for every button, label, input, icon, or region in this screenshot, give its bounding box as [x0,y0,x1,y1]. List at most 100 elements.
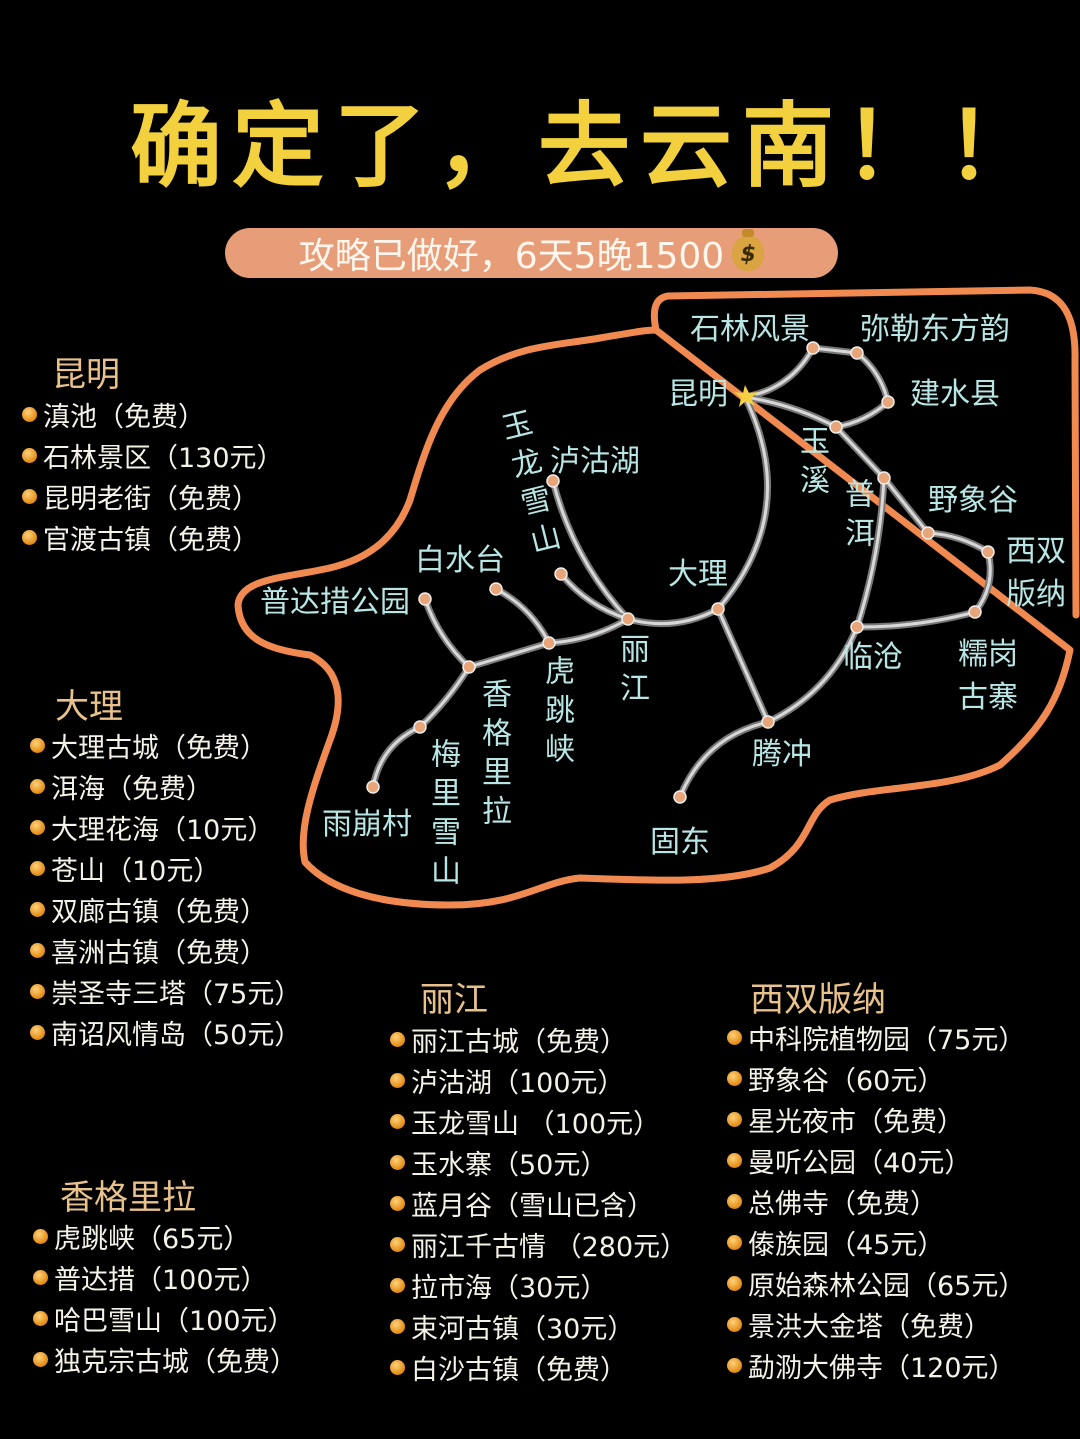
list-item-text: 洱海（免费） [51,774,213,805]
list-item: 昆明老街（免费） [22,476,284,517]
bullet-icon [727,1276,742,1291]
list-item: 傣族园（45元） [727,1222,1025,1263]
node-yb [366,780,380,794]
route-lj-lgh [551,479,630,621]
map-label-lincang: 临沧 [843,640,903,675]
node-js [881,395,895,409]
list-item-text: 白沙古镇（免费） [411,1355,627,1386]
bullet-icon [390,1237,405,1252]
map-label-lijiang: 丽江 [614,633,649,711]
list-item-text: 大理古城（免费） [51,733,267,764]
node-gd [673,790,687,804]
node-dl [711,602,725,616]
list-item: 独克宗古城（免费） [33,1339,297,1380]
bullet-icon [390,1155,405,1170]
bullet-icon [30,861,45,876]
list-item-text: 苍山（10元） [51,856,221,887]
route-km-sl [741,344,817,401]
map-label-shilin: 石林风景 [690,312,810,347]
list-item: 蓝月谷（雪山已含） [390,1183,687,1224]
list-item-text: 滇池（免费） [43,402,205,433]
bullet-icon [33,1270,48,1285]
route-km-sl [743,346,815,399]
list-item: 星光夜市（免费） [727,1099,1025,1140]
route-ml2-yb [371,725,422,789]
bullet-icon [22,407,37,422]
list-xishuangbanna: 中科院植物园（75元）野象谷（60元）星光夜市（免费）曼听公园（40元）总佛寺（… [727,1017,1025,1386]
list-item-text: 束河古镇（30元） [411,1314,635,1345]
list-item: 苍山（10元） [30,848,301,889]
bullet-icon [390,1278,405,1293]
map-label-tengchong: 腾冲 [752,737,812,772]
list-item: 洱海（免费） [30,766,301,807]
list-kunming: 滇池（免费） 石林景区（130元）昆明老街（免费） 官渡古镇（免费） [22,394,284,558]
bullet-icon [390,1073,405,1088]
list-item-text: 哈巴雪山（100元） [54,1306,295,1337]
route-dl-tc [716,607,770,724]
bullet-icon [30,779,45,794]
map-label-hutiaoxia: 虎跳峡 [539,655,574,772]
list-item-text: 泸沽湖（100元） [411,1068,625,1099]
list-item: 玉龙雪山 （100元） [390,1101,687,1142]
node-sgl [462,660,476,674]
list-item: 石林景区（130元） [22,435,284,476]
node-xs [981,545,995,559]
list-item: 南诏风情岛（50元） [30,1012,301,1053]
node-bst [489,582,503,596]
map-label-pudacuo: 普达措公园 [260,585,410,620]
route-sgl-pdc [421,595,473,671]
list-item-text: 石林景区（130元） [43,443,284,474]
bullet-icon [30,984,45,999]
route-sgl-pdc [423,597,471,669]
page-title: 确定了，去云南！！ [130,93,1049,200]
node-yxg [921,526,935,540]
bullet-icon [727,1112,742,1127]
map-label-puer: 普洱 [839,478,874,556]
map-label-luguhu: 泸沽湖 [550,444,640,479]
bullet-icon [390,1114,405,1129]
list-item: 玉水寨（50元） [390,1142,687,1183]
bullet-icon [33,1311,48,1326]
yunnan-outline [234,286,1080,909]
map-label-mile: 弥勒东方韵 [860,312,1010,347]
bullet-icon [33,1352,48,1367]
subtitle-text: 攻略已做好，6天5晚1500 [298,236,725,277]
node-sl [806,341,820,355]
list-dali: 大理古城（免费）洱海（免费）大理花海（10元）苍山（10元）双廊古镇（免费）喜洲… [30,725,301,1053]
list-item: 双廊古镇（免费） [30,889,301,930]
bullet-icon [727,1194,742,1209]
map-label-yubengcun: 雨崩村 [322,807,412,842]
bullet-icon [22,530,37,545]
list-item-text: 蓝月谷（雪山已含） [411,1191,654,1222]
node-lgh [546,474,560,488]
list-item-text: 玉龙雪山 （100元） [411,1109,661,1140]
node-ng [968,605,982,619]
list-item: 泸沽湖（100元） [390,1060,687,1101]
list-item: 景洪大金塔（免费） [727,1304,1025,1345]
route-dl-lj [626,607,720,626]
list-shangrila: 虎跳峡（65元）普达措（100元）哈巴雪山（100元）独克宗古城（免费） [33,1216,297,1380]
list-item: 拉市海（30元） [390,1265,687,1306]
node-yl [554,567,568,581]
list-item: 官渡古镇（免费） [22,517,284,558]
route-nodes [366,341,995,804]
bullet-icon [30,738,45,753]
list-item: 束河古镇（30元） [390,1306,687,1347]
section-header-shangrila: 香格里拉 [60,1178,196,1218]
bullet-icon [30,820,45,835]
node-lj [621,612,635,626]
list-item-text: 拉市海（30元） [411,1273,608,1304]
list-item-text: 大理花海（10元） [51,815,275,846]
bullet-icon [390,1360,405,1375]
list-item-text: 官渡古镇（免费） [43,525,259,556]
map-label-kunming: 昆明 [668,377,728,412]
list-item-text: 普达措（100元） [54,1265,268,1296]
list-item: 原始森林公园（65元） [727,1263,1025,1304]
route-lj-yl [559,572,630,621]
list-item: 野象谷（60元） [727,1058,1025,1099]
route-sgl-ml2 [418,665,471,729]
route-km-dl [716,395,769,611]
list-item: 总佛寺（免费） [727,1181,1025,1222]
bullet-icon [727,1030,742,1045]
node-htx [542,636,556,650]
